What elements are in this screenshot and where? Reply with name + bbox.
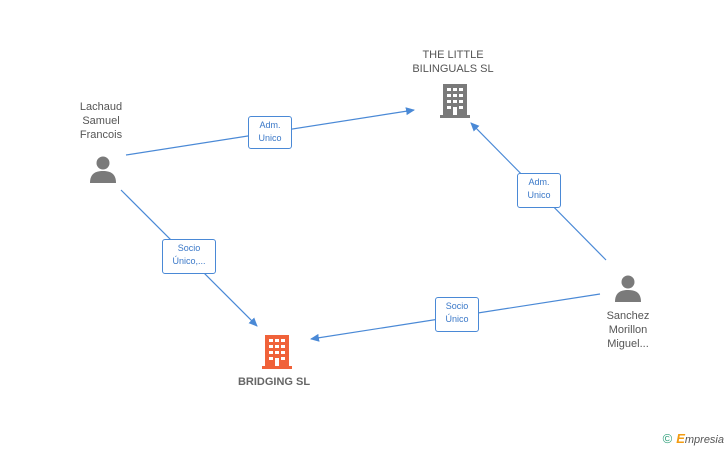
person-icon[interactable]: [88, 154, 118, 184]
person-icon[interactable]: [613, 273, 643, 303]
brand-logo-letter: E: [676, 431, 685, 446]
edge-label-adm-unico[interactable]: Adm. Unico: [248, 116, 292, 149]
edge-label-socio-unico[interactable]: Socio Único: [435, 297, 479, 332]
building-icon[interactable]: [261, 334, 293, 370]
edge-label-socio-unico[interactable]: Socio Único,...: [162, 239, 216, 274]
brand-logo-text: mpresia: [684, 434, 724, 446]
node-label-little-bilinguals: THE LITTLE BILINGUALS SL: [412, 49, 494, 75]
node-label-lachaud: Lachaud Samuel Francois: [79, 101, 123, 141]
edge-label-adm-unico[interactable]: Adm. Unico: [517, 173, 561, 208]
building-icon[interactable]: [439, 83, 471, 119]
node-label-sanchez: Sanchez Morillon Miguel...: [606, 310, 650, 350]
copyright-icon: ©: [662, 431, 673, 446]
footer-brand: ©Empresia: [663, 431, 724, 446]
node-label-bridging: BRIDGING SL: [237, 376, 311, 388]
